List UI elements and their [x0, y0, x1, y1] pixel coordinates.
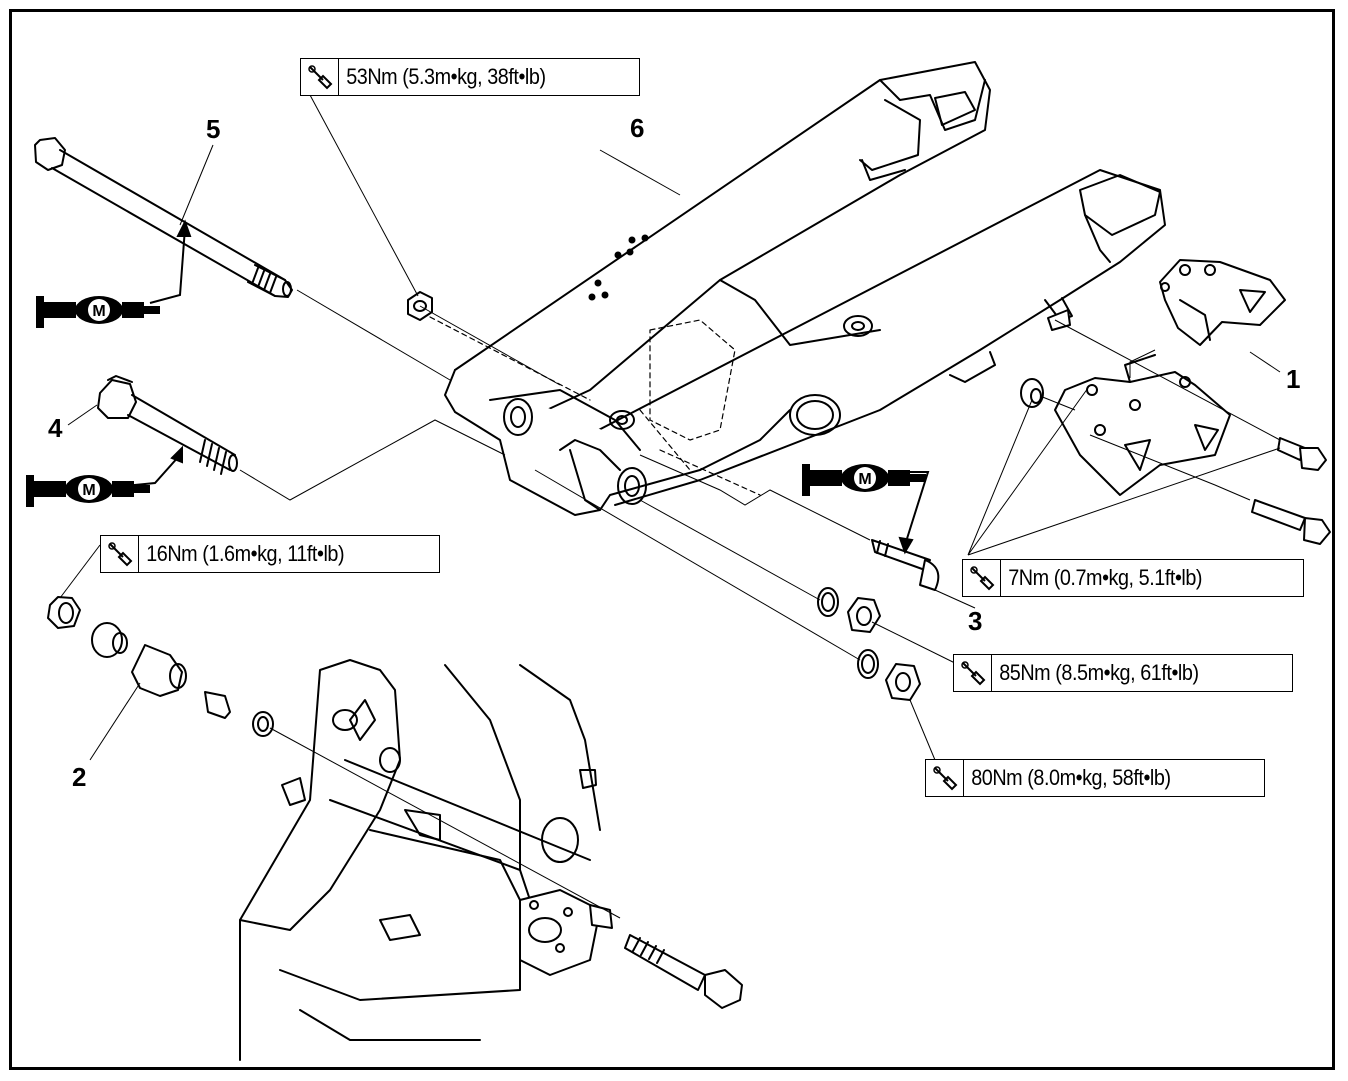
frame-bolt: [624, 934, 743, 1009]
torque-label-85nm: 85Nm (8.5m•kg, 61ft•lb): [953, 654, 1293, 692]
molybdenum-grease-icon: M: [24, 467, 154, 514]
torque-wrench-icon: [926, 760, 964, 796]
part-number-6: 6: [630, 113, 645, 143]
part-number-2: 2: [72, 762, 87, 792]
diagram-frame: [9, 9, 1335, 1070]
torque-label-80nm: 80Nm (8.0m•kg, 58ft•lb): [925, 759, 1265, 797]
torque-text: 16Nm (1.6m•kg, 11ft•lb): [146, 541, 345, 566]
hidden-lines: [429, 316, 761, 496]
grease-label: M: [92, 303, 105, 320]
chain-guide-bolts: [1020, 378, 1331, 545]
leader-lines: [59, 94, 1281, 919]
part-number-1: 1: [1286, 364, 1301, 394]
torque-label-7nm: 7Nm (0.7m•kg, 5.1ft•lb): [962, 559, 1304, 597]
torque-text: 7Nm (0.7m•kg, 5.1ft•lb): [1008, 565, 1203, 590]
swingarm: [444, 61, 1166, 516]
pivot-shaft: [34, 137, 293, 298]
bushing-set: [47, 596, 274, 737]
torque-text: 53Nm (5.3m•kg, 38ft•lb): [346, 64, 546, 89]
pivot-bolt: [97, 375, 238, 475]
torque-text: 85Nm (8.5m•kg, 61ft•lb): [999, 660, 1199, 685]
molybdenum-grease-icon: M: [34, 288, 164, 335]
torque-wrench-icon: [101, 536, 139, 572]
torque-wrench-icon: [954, 655, 992, 691]
molybdenum-grease-icon: M: [800, 456, 930, 503]
part-number-4: 4: [48, 413, 63, 443]
torque-wrench-icon: [963, 560, 1001, 596]
motorcycle-frame: [239, 659, 613, 1061]
torque-label-16nm: 16Nm (1.6m•kg, 11ft•lb): [100, 535, 440, 573]
chain-guide: [1047, 259, 1286, 496]
grease-label: M: [858, 471, 871, 488]
torque-label-53nm: 53Nm (5.3m•kg, 38ft•lb): [300, 58, 640, 96]
washers-nuts: [817, 587, 921, 701]
part-number-5: 5: [206, 114, 221, 144]
torque-wrench-icon: [301, 59, 339, 95]
grease-label: M: [82, 482, 95, 499]
torque-text: 80Nm (8.0m•kg, 58ft•lb): [971, 765, 1171, 790]
part-number-3: 3: [968, 606, 983, 636]
